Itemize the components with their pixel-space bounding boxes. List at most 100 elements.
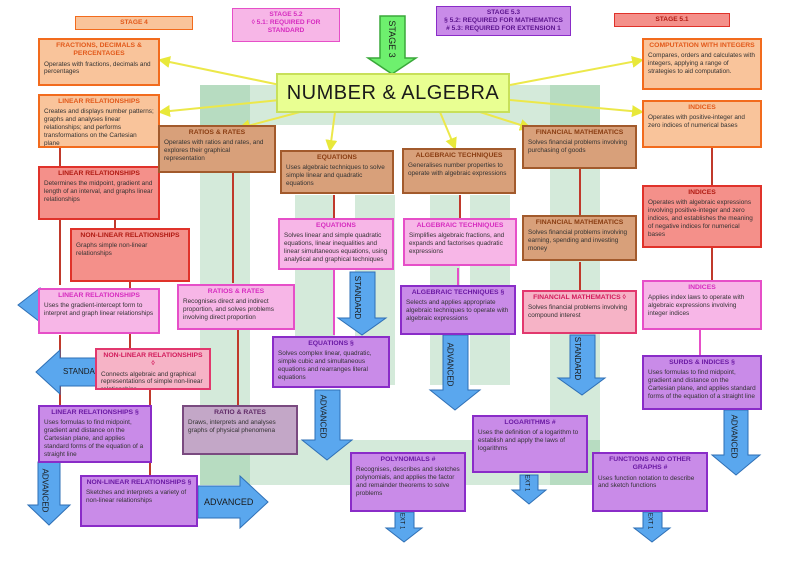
box-ratio3: RATIO & RATES Draws, interprets and anal…	[182, 405, 298, 455]
box-linrel4: LINEAR RELATIONSHIPS § Uses formulas to …	[38, 405, 152, 463]
box-alg3: ALGEBRAIC TECHNIQUES § Selects and appli…	[400, 285, 516, 335]
box-ind3: INDICES Applies index laws to operate wi…	[642, 280, 762, 330]
stage52-sub: ◊ 5.1: REQUIRED FOR STANDARD	[251, 19, 321, 35]
box-nonlin3: NON-LINEAR RELATIONSHIPS § Sketches and …	[80, 475, 198, 527]
box-surds: SURDS & INDICES § Uses formulas to find …	[642, 355, 762, 410]
box-poly-desc: Recognises, describes and sketches polyn…	[356, 466, 460, 497]
ext1-arrow-poly	[384, 511, 424, 543]
box-comp-title: COMPUTATION WITH INTEGERS	[649, 42, 755, 49]
box-linrel2-title: LINEAR RELATIONSHIPS	[58, 170, 140, 177]
box-eq1-title: EQUATIONS	[317, 154, 357, 161]
box-eq2: EQUATIONS Solves linear and simple quadr…	[278, 218, 394, 270]
box-poly-title: POLYNOMIALS #	[380, 456, 436, 463]
box-fin3: FINANCIAL MATHEMATICS ◊ Solves financial…	[522, 290, 637, 334]
box-func-desc: Uses function notation to describe and s…	[598, 474, 695, 490]
stage52-header: STAGE 5.2 ◊ 5.1: REQUIRED FOR STANDARD	[232, 8, 340, 42]
box-ratio3-title: RATIO & RATES	[214, 409, 266, 416]
box-nonlin1: NON-LINEAR RELATIONSHIPS Graphs simple n…	[70, 228, 190, 282]
advanced-label-right: ADVANCED	[204, 497, 254, 507]
box-fin1-desc: Solves financial problems involving purc…	[528, 139, 628, 155]
box-ratios1: RATIOS & RATES Operates with ratios and …	[158, 125, 276, 173]
box-fin1: FINANCIAL MATHEMATICS Solves financial p…	[522, 125, 637, 169]
main-title: NUMBER & ALGEBRA	[276, 73, 510, 113]
standard-label-eq: STANDARD	[353, 275, 363, 320]
box-eq2-title: EQUATIONS	[316, 222, 356, 229]
box-fractions: FRACTIONS, DECIMALS & PERCENTAGES Operat…	[38, 38, 160, 86]
stage4-header: STAGE 4	[75, 16, 193, 30]
standard-arrow-down-eq	[336, 271, 388, 336]
box-alg1: ALGEBRAIC TECHNIQUES Generalises number …	[402, 148, 516, 194]
box-ind1: INDICES Operates with positive-integer a…	[642, 100, 762, 148]
box-fin2-title: FINANCIAL MATHEMATICS	[535, 219, 624, 226]
stage53-header: STAGE 5.3 § 5.2: REQUIRED FOR MATHEMATIC…	[436, 6, 571, 36]
box-comp-desc: Compares, orders and calculates with int…	[648, 52, 755, 75]
box-alg3-desc: Selects and applies appropriate algebrai…	[406, 299, 509, 322]
stage53-title: STAGE 5.3	[486, 9, 521, 16]
advanced-arrow-right	[197, 474, 269, 530]
box-linrel3-title: LINEAR RELATIONSHIPS	[58, 292, 140, 299]
box-func-title: FUNCTIONS AND OTHER GRAPHS #	[609, 456, 691, 472]
box-ratios2-title: RATIOS & RATES	[207, 288, 265, 295]
box-log-desc: Uses the definition of a logarithm to es…	[478, 429, 579, 452]
stage3-arrow	[365, 15, 419, 75]
box-nonlin2: NON-LINEAR RELATIONSHIPS ◊ Connects alge…	[95, 348, 211, 390]
box-eq1-desc: Uses algebraic techniques to solve simpl…	[286, 164, 385, 187]
advanced-arrow-alg	[428, 334, 482, 411]
box-linrel1-desc: Creates and displays number patterns; gr…	[44, 108, 154, 147]
stage51-header: STAGE 5.1	[614, 13, 730, 27]
box-eq3-title: EQUATIONS §	[308, 340, 354, 347]
box-ratios1-desc: Operates with ratios and rates, and expl…	[164, 139, 264, 162]
advanced-arrow-surds	[710, 409, 762, 476]
stage53-sub2: # 5.3: REQUIRED FOR EXTENSION 1	[446, 25, 561, 33]
box-nonlin3-desc: Sketches and interprets a variety of non…	[86, 489, 187, 505]
box-fractions-title: FRACTIONS, DECIMALS & PERCENTAGES	[56, 42, 142, 58]
box-ind1-desc: Operates with positive-integer and zero …	[648, 114, 745, 130]
box-ind3-desc: Applies index laws to operate with algeb…	[648, 294, 745, 317]
box-log: LOGARITHMS # Uses the definition of a lo…	[472, 415, 588, 473]
box-fin3-desc: Solves financial problems involving comp…	[528, 304, 628, 320]
box-linrel2: LINEAR RELATIONSHIPS Determines the midp…	[38, 166, 160, 220]
ext1-label-func: EXT 1	[646, 512, 653, 530]
advanced-arrow-linrel	[26, 461, 72, 526]
box-alg2: ALGEBRAIC TECHNIQUES Simplifies algebrai…	[403, 218, 517, 266]
standard-label-2: STANDARD	[63, 367, 107, 376]
ext1-arrow-log	[510, 474, 548, 505]
advanced-label-linrel: ADVANCED	[40, 468, 50, 513]
box-ind2: INDICES Operates with algebraic expressi…	[642, 185, 762, 248]
box-ratios2-desc: Recognises direct and indirect proportio…	[183, 298, 274, 321]
box-poly: POLYNOMIALS # Recognises, describes and …	[350, 452, 466, 512]
box-alg1-desc: Generalises number properties to operate…	[408, 162, 507, 178]
advanced-label-eq: ADVANCED	[318, 394, 328, 439]
box-alg3-title: ALGEBRAIC TECHNIQUES §	[411, 289, 505, 296]
box-linrel4-title: LINEAR RELATIONSHIPS §	[51, 409, 139, 416]
standard-arrow-down-fin	[556, 334, 607, 396]
box-ind3-title: INDICES	[688, 284, 716, 291]
stage52-title: STAGE 5.2	[269, 11, 303, 18]
box-linrel3-desc: Uses the gradient-intercept form to inte…	[44, 302, 154, 318]
advanced-label-surds: ADVANCED	[729, 414, 739, 459]
box-fractions-desc: Operates with fractions, decimals and pe…	[44, 60, 151, 76]
box-eq3-desc: Solves complex linear, quadratic, simple…	[278, 350, 372, 381]
box-nonlin2-desc: Connects algebraic and graphical represe…	[101, 370, 203, 390]
box-eq1: EQUATIONS Uses algebraic techniques to s…	[280, 150, 394, 194]
box-fin1-title: FINANCIAL MATHEMATICS	[535, 129, 624, 136]
box-ratios2: RATIOS & RATES Recognises direct and ind…	[177, 284, 295, 330]
ext1-arrow-func	[632, 511, 672, 543]
box-log-title: LOGARITHMS #	[504, 419, 556, 426]
box-eq3: EQUATIONS § Solves complex linear, quadr…	[272, 336, 390, 388]
stage3-label: STAGE 3	[387, 20, 397, 58]
stage53-sub1: § 5.2: REQUIRED FOR MATHEMATICS	[444, 17, 563, 25]
box-alg2-desc: Simplifies algebraic fractions, and expa…	[409, 232, 505, 255]
box-ind2-title: INDICES	[688, 189, 716, 196]
box-linrel1: LINEAR RELATIONSHIPS Creates and display…	[38, 94, 160, 148]
box-alg2-title: ALGEBRAIC TECHNIQUES	[416, 222, 504, 229]
box-fin2: FINANCIAL MATHEMATICS Solves financial p…	[522, 215, 637, 261]
box-nonlin1-title: NON-LINEAR RELATIONSHIPS	[80, 232, 180, 239]
box-linrel1-title: LINEAR RELATIONSHIPS	[58, 98, 140, 105]
box-nonlin2-title: NON-LINEAR RELATIONSHIPS ◊	[103, 352, 203, 368]
advanced-label-alg: ADVANCED	[445, 342, 455, 387]
advanced-arrow-eq	[300, 389, 354, 461]
box-func: FUNCTIONS AND OTHER GRAPHS # Uses functi…	[592, 452, 708, 512]
box-ind2-desc: Operates with algebraic expressions invo…	[648, 199, 753, 238]
